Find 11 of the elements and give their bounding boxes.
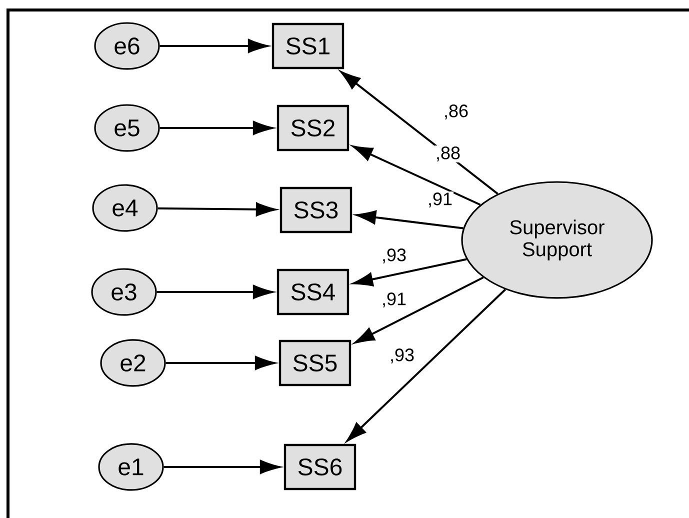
edge-label: ,93	[388, 348, 416, 364]
indicator-box: SS6	[284, 444, 356, 490]
edge-label: ,91	[380, 292, 408, 308]
indicator-box: SS5	[278, 340, 352, 386]
indicator-box: SS2	[276, 104, 350, 152]
edge-label: ,86	[442, 104, 470, 120]
indicator-box: SS1	[272, 22, 344, 70]
arrow	[346, 288, 506, 442]
arrow	[354, 276, 484, 344]
indicator-box: SS3	[280, 186, 352, 234]
indicator-box: SS4	[276, 268, 350, 316]
